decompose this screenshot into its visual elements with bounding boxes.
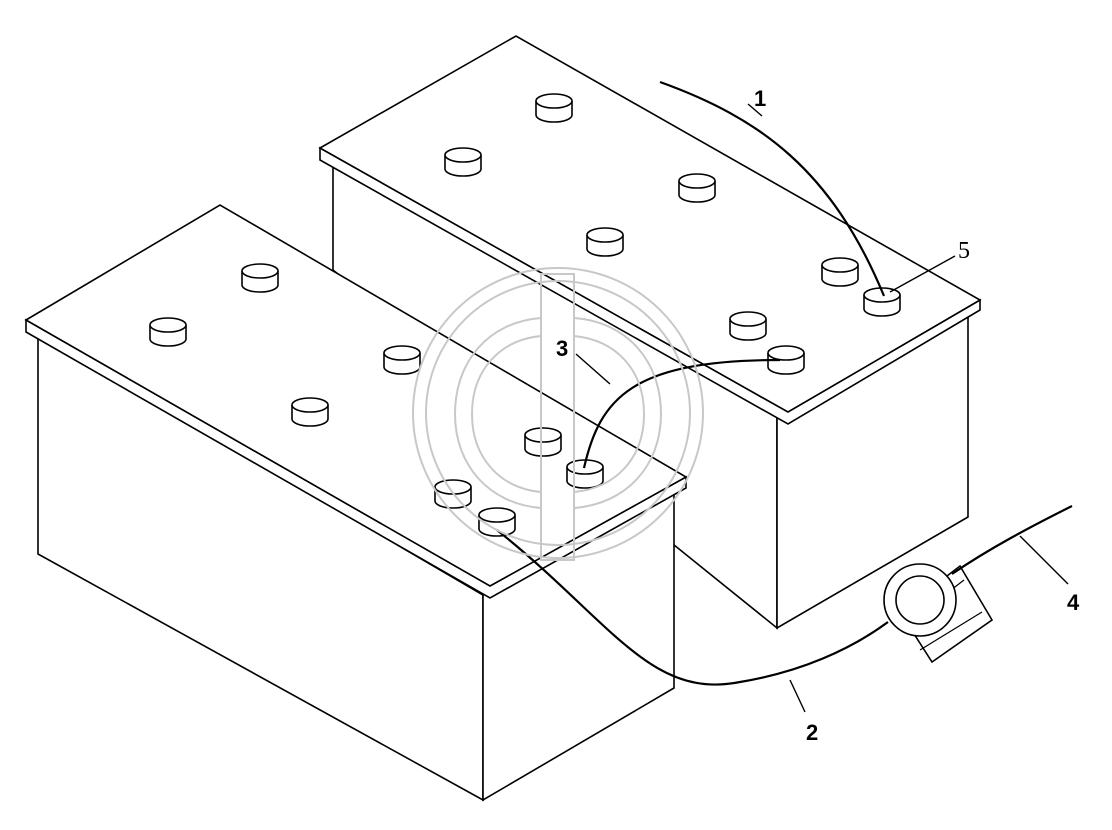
battery-terminal-icon: [149, 317, 187, 347]
callout-label-4: 4: [1067, 590, 1080, 615]
battery-terminal-icon: [241, 263, 279, 293]
callout-label-1: 1: [754, 86, 766, 111]
ground-clamp-icon: [883, 563, 994, 664]
battery-terminal-icon: [821, 257, 859, 287]
cable-1: [659, 80, 886, 297]
battery-terminal-icon: [729, 311, 767, 341]
battery-terminal-icon: [586, 227, 624, 257]
battery-terminal-icon: [444, 147, 482, 177]
cable-2: [496, 529, 889, 686]
cable-4: [951, 505, 1073, 575]
callout-label-5: 5: [958, 238, 970, 264]
battery-front: [24, 204, 688, 802]
battery-terminal-icon: [524, 427, 562, 457]
battery-terminal-icon: [383, 345, 421, 375]
battery-terminal-icon: [535, 93, 573, 123]
cable-3: [582, 358, 781, 469]
leader-line-4: [1019, 535, 1069, 585]
callout-label-3: 3: [556, 336, 568, 361]
leader-line-2: [789, 679, 806, 713]
callout-label-2: 2: [806, 720, 818, 745]
battery-terminal-icon: [678, 173, 716, 203]
logo-watermark-icon: [412, 267, 704, 561]
leader-line-5: [889, 255, 956, 293]
leader-line-3: [575, 353, 611, 385]
battery-back-lid-top: [318, 35, 982, 413]
leader-line-1: [747, 103, 763, 117]
battery-front-lid-top: [24, 204, 688, 587]
battery-terminal-icon: [291, 397, 329, 427]
